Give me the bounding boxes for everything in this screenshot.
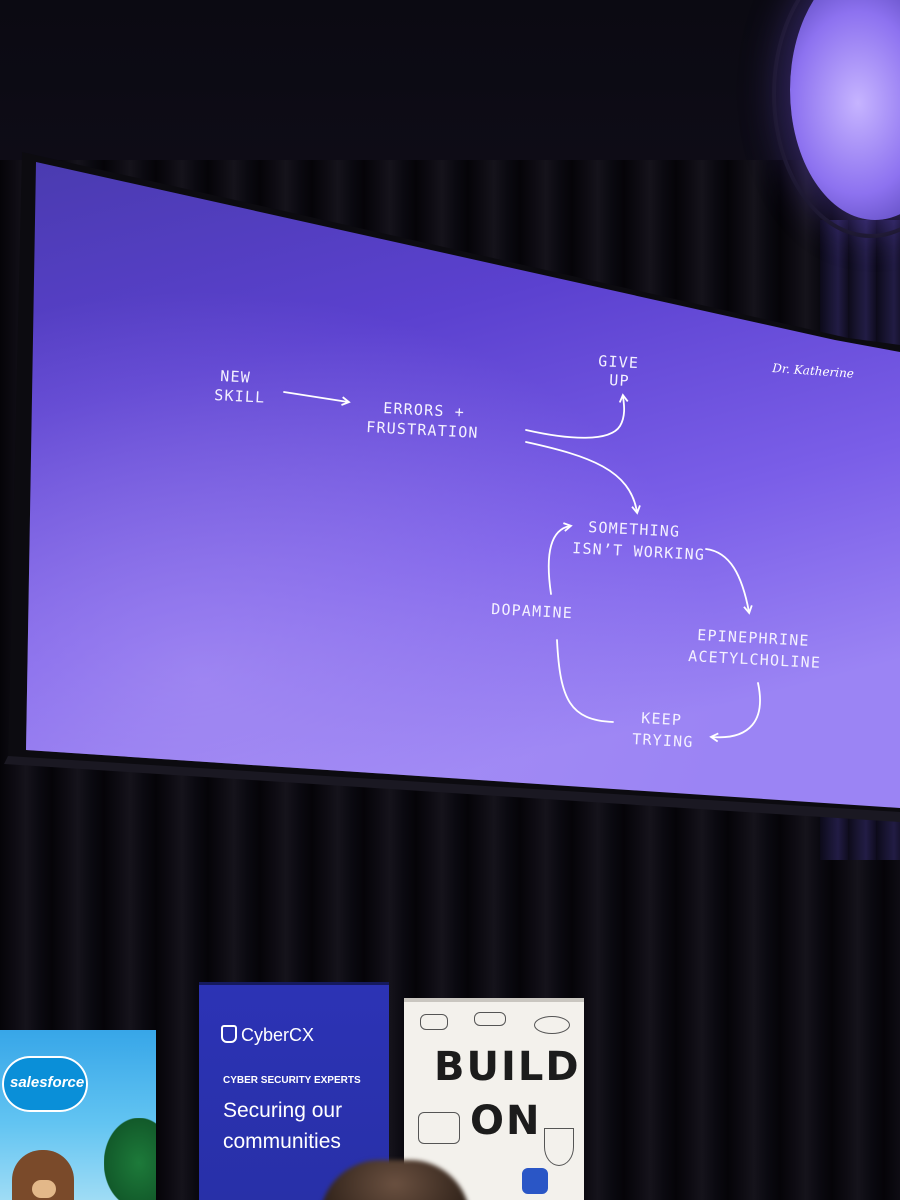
node-errors-line2: FRUSTRATION [366, 418, 479, 442]
cybercx-tagline: CYBER SECURITY EXPERTS [223, 1075, 361, 1086]
ceiling-truss [0, 0, 900, 180]
node-new-skill-line2: SKILL [214, 386, 266, 407]
node-dopamine: DOPAMINE [491, 600, 574, 622]
node-epinephrine-line1: EPINEPHRINE [697, 626, 810, 650]
arrow-errors-to-give-up [525, 393, 629, 439]
cybercx-logo-text: CyberCX [241, 1025, 315, 1045]
slide-glow [26, 162, 900, 808]
node-keep-trying-line2: TRYING [632, 730, 694, 751]
salesforce-logo-text: salesforce [10, 1074, 85, 1091]
doodle-box [420, 1014, 448, 1030]
doodle-box [418, 1112, 460, 1144]
arrow-keep-trying-to-dopamine [556, 639, 614, 723]
salesforce-cloud-icon: salesforce [2, 1056, 88, 1112]
arrow-epinephrine-to-keep-trying [709, 682, 761, 743]
node-errors-line1: ERRORS + [383, 399, 466, 421]
arrow-new-skill-to-errors [283, 391, 351, 406]
build-text-line1: BUILD [434, 1044, 581, 1090]
salesforce-banner: salesforce [0, 1030, 156, 1200]
arrow-dopamine-to-something [547, 522, 573, 595]
node-something-line1: SOMETHING [588, 518, 681, 541]
slide-logo: Dr. Katherine [771, 361, 855, 381]
doodle-box [474, 1012, 506, 1026]
bear-face [32, 1180, 56, 1198]
palm-leaf-icon [104, 1118, 156, 1200]
node-keep-trying-line1: KEEP [641, 709, 683, 729]
arrow-errors-to-something [525, 441, 641, 515]
bear-mascot-icon [12, 1150, 74, 1200]
build-text-line2: ON [470, 1098, 542, 1144]
screen-bottom-rail [4, 756, 900, 822]
cybercx-shield-icon [221, 1025, 237, 1043]
node-give-up-line1: GIVE [598, 352, 640, 372]
node-new-skill-line1: NEW [220, 367, 252, 387]
doodle-chart-icon [522, 1168, 548, 1194]
doodle-circle [534, 1016, 570, 1034]
build-on-banner: BUILD ON [404, 998, 584, 1200]
node-give-up-line2: UP [609, 371, 630, 390]
cybercx-headline: Securing our communities [223, 1099, 343, 1153]
arrow-something-to-epinephrine [705, 548, 753, 615]
cybercx-logo: CyberCX [221, 1025, 314, 1046]
doodle-funnel [544, 1128, 574, 1166]
